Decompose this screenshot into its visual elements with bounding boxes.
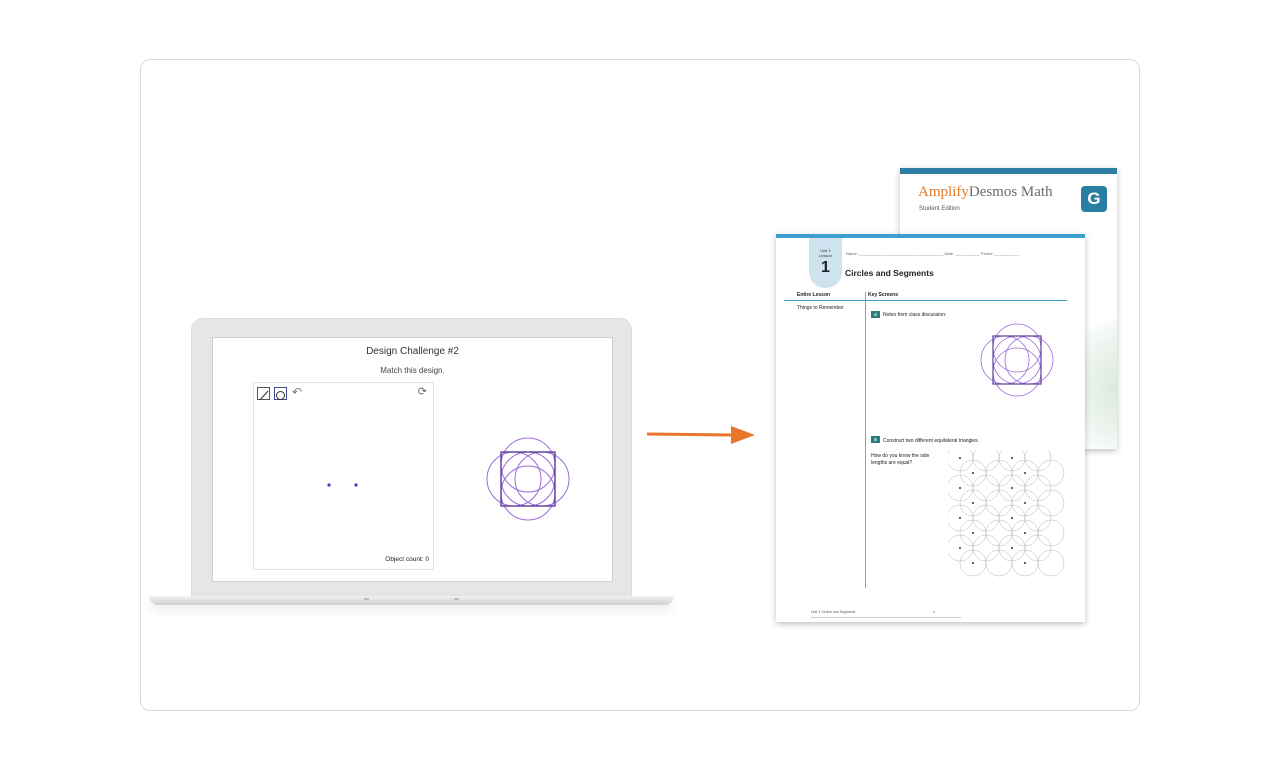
laptop-base bbox=[149, 596, 674, 605]
point[interactable] bbox=[354, 483, 358, 487]
column-heading-left: Entire Lesson bbox=[797, 292, 831, 298]
grid-circle bbox=[985, 549, 1013, 577]
notes-design bbox=[980, 323, 1054, 397]
grid-point bbox=[1024, 472, 1026, 474]
column-divider bbox=[865, 292, 866, 588]
undo-icon[interactable]: ↶ bbox=[292, 385, 303, 399]
grid-circle bbox=[1024, 534, 1052, 562]
grid-point bbox=[972, 472, 974, 474]
grid-point bbox=[959, 457, 961, 459]
question-text: How do you know the side lengths are equ… bbox=[871, 453, 930, 466]
lesson-number: 1 bbox=[821, 259, 830, 276]
grid-point bbox=[959, 547, 961, 549]
worksheet-top-bar bbox=[776, 234, 1085, 238]
things-to-remember: Things to Remember bbox=[797, 305, 844, 311]
circle-tool-button[interactable] bbox=[274, 387, 287, 400]
hinge-mark bbox=[454, 598, 459, 600]
segment-tool-button[interactable] bbox=[257, 387, 270, 401]
worksheet-page: Unit 1 Lesson 1 Name: __________________… bbox=[776, 234, 1085, 622]
item-prompt: Construct two different equilateral tria… bbox=[883, 438, 980, 444]
grid-circle bbox=[972, 534, 1000, 562]
grid-point bbox=[1011, 547, 1013, 549]
challenge-title: Design Challenge #2 bbox=[366, 346, 459, 357]
item-prompt: Notes from class discussion: bbox=[883, 312, 947, 318]
challenge-instructions: Match this design. bbox=[380, 366, 445, 375]
column-heading-right: Key Screens bbox=[868, 292, 899, 298]
grid-circle bbox=[972, 474, 1000, 502]
course-badge: G bbox=[1081, 186, 1107, 212]
lesson-title: Circles and Segments bbox=[845, 268, 934, 278]
segment-tool-icon bbox=[259, 390, 269, 401]
arrow-right-icon bbox=[646, 426, 755, 444]
grid-point bbox=[1024, 532, 1026, 534]
grid-circle bbox=[1037, 549, 1065, 577]
grid-point bbox=[972, 502, 974, 504]
grid-circle bbox=[985, 459, 1013, 487]
grid-circle bbox=[1037, 489, 1065, 517]
grid-circle bbox=[1024, 504, 1052, 532]
grid-point bbox=[959, 487, 961, 489]
grid-circle bbox=[972, 504, 1000, 532]
header-rule bbox=[784, 300, 1067, 301]
grid-circle bbox=[985, 489, 1013, 517]
grid-point bbox=[972, 532, 974, 534]
screen-number-badge: 4 bbox=[871, 311, 880, 318]
grid-circle bbox=[985, 519, 1013, 547]
page-number: 1 bbox=[933, 610, 935, 614]
grid-circle bbox=[1037, 519, 1065, 547]
footer-fine-print bbox=[811, 617, 961, 618]
screen-number-badge: 5 bbox=[871, 436, 880, 443]
triangle-grid-figure bbox=[948, 450, 1065, 577]
cover-top-bar bbox=[900, 168, 1117, 174]
grid-point bbox=[972, 562, 974, 564]
laptop-screen: Design Challenge #2 Match this design. ↶… bbox=[212, 337, 613, 582]
canvas-points bbox=[327, 483, 358, 487]
grid-circle bbox=[1037, 459, 1065, 487]
grid-point bbox=[1011, 517, 1013, 519]
edition-label: Student Edition bbox=[919, 206, 960, 212]
grid-point bbox=[1024, 502, 1026, 504]
object-count: Object count: 0 bbox=[385, 556, 429, 563]
hinge-mark bbox=[364, 598, 369, 600]
grid-circle bbox=[1024, 474, 1052, 502]
grid-point bbox=[1011, 487, 1013, 489]
brand-logo: AmplifyDesmos Math bbox=[918, 184, 1053, 200]
lesson-tab: Unit 1 Lesson 1 bbox=[809, 238, 842, 288]
construction-canvas[interactable]: ↶ ⟳ Object count: 0 bbox=[253, 382, 434, 570]
name-date-line: Name: __________________________________… bbox=[846, 251, 1020, 256]
grid-point bbox=[1024, 562, 1026, 564]
point[interactable] bbox=[327, 483, 331, 487]
grid-point bbox=[1011, 457, 1013, 459]
circle-tool-icon bbox=[276, 391, 285, 400]
refresh-icon[interactable]: ⟳ bbox=[417, 386, 427, 398]
grid-point bbox=[959, 517, 961, 519]
footer-label: Unit 1 Circles and Segments bbox=[811, 610, 856, 614]
target-design bbox=[486, 437, 570, 521]
